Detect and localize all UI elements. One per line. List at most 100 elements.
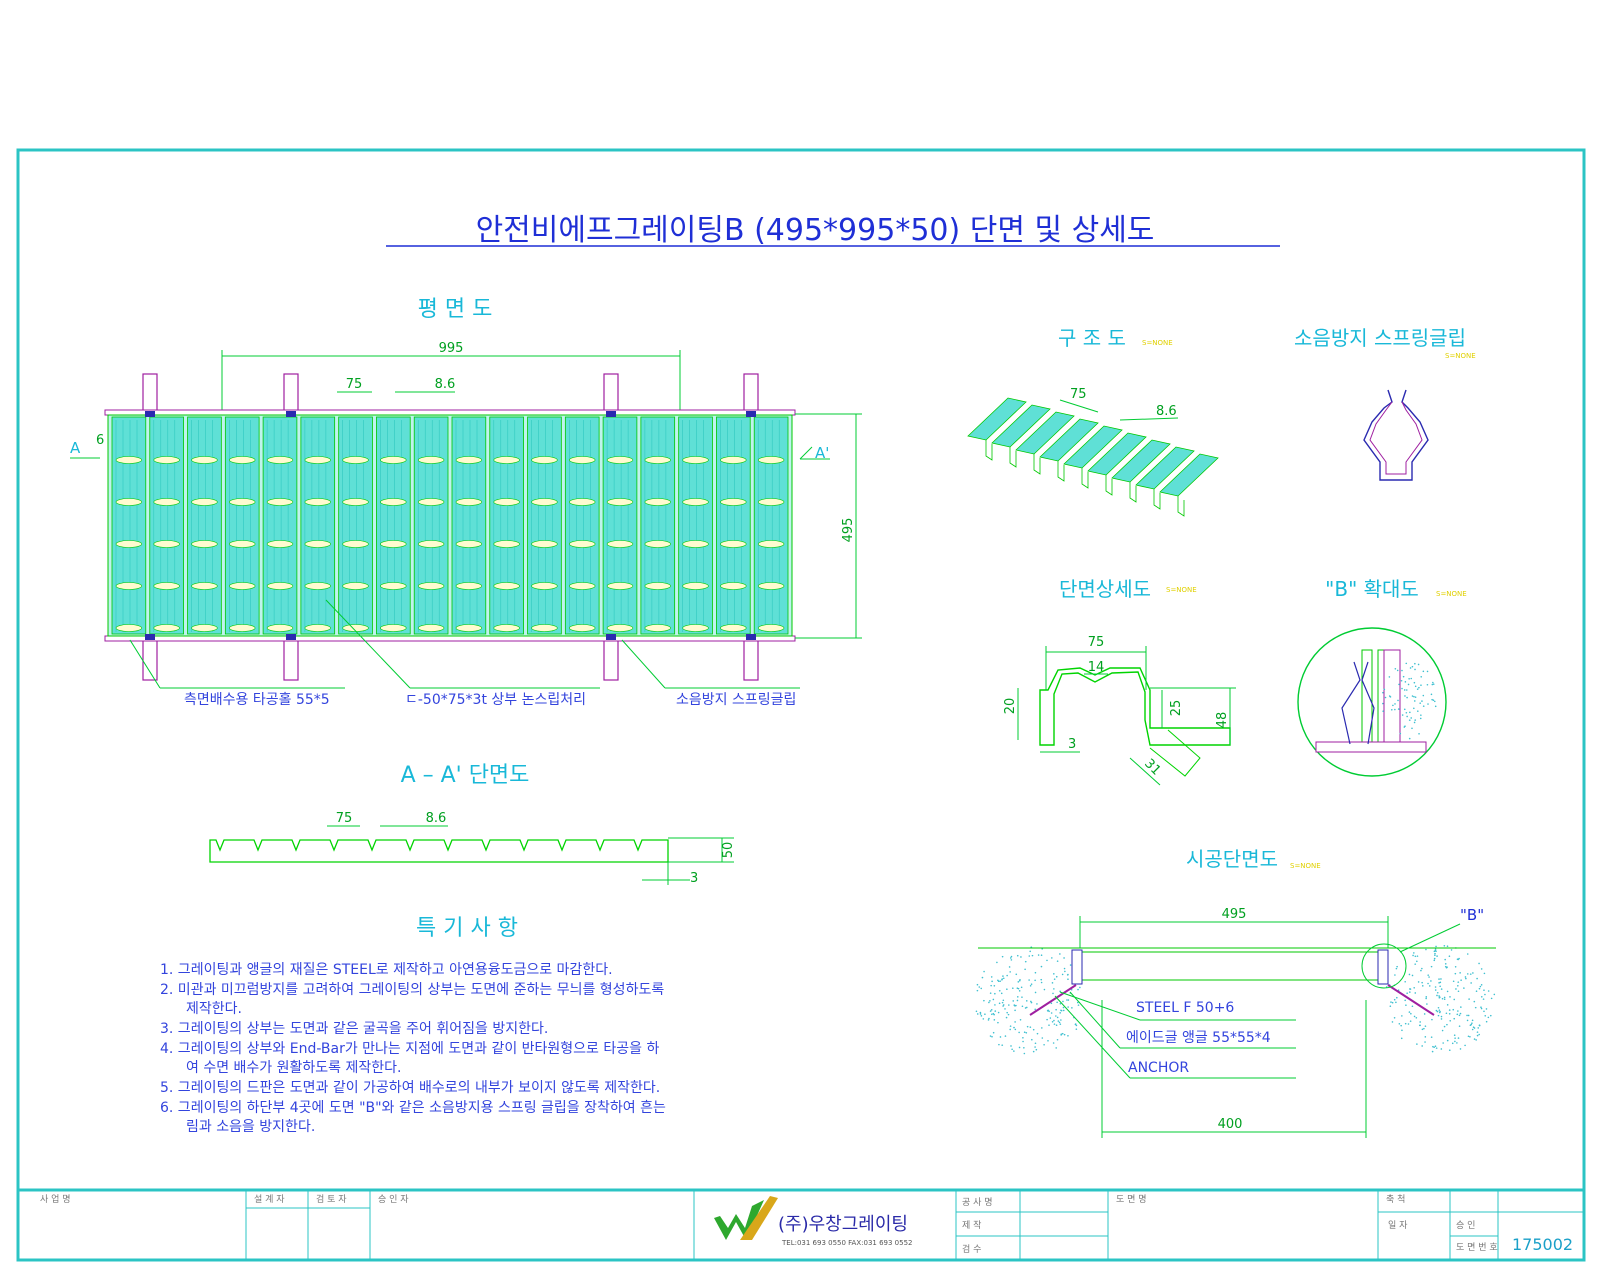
clip-marker (606, 411, 616, 417)
tb-inspect: 검 수 (962, 1243, 981, 1255)
drain-slot (417, 624, 445, 632)
drain-slot (493, 498, 520, 506)
drain-slot (531, 540, 558, 548)
drain-slot (757, 540, 785, 548)
drain-slot (531, 582, 558, 590)
drawing-number: 175002 (1512, 1235, 1573, 1254)
drain-slot (304, 582, 331, 590)
iso-channel-top (991, 404, 1051, 448)
drain-slot (417, 540, 445, 548)
grating-channel (716, 416, 751, 635)
drain-slot (115, 498, 143, 506)
drain-slot (455, 582, 483, 590)
drain-slot (342, 456, 369, 464)
clip-marker (746, 634, 756, 640)
install-label-steel: STEEL F 50+6 (1136, 1000, 1234, 1016)
install-label-angle: 에이드글 앵글 55*55*4 (1126, 1030, 1271, 1046)
structure-heading: 구 조 도 (1058, 326, 1126, 350)
drain-slot (153, 540, 180, 548)
b-detail-view (1297, 627, 1447, 777)
company-name: (주)우창그레이팅 (778, 1214, 908, 1235)
drain-slot (229, 456, 256, 464)
tb-scale: 축 척 (1386, 1194, 1405, 1205)
structure-dim-pitch: 75 (1070, 387, 1087, 402)
note-line: 여 수면 배수가 원활하도록 제작한다. (186, 1060, 401, 1076)
drain-slot (342, 498, 369, 506)
drain-slot (417, 456, 445, 464)
drain-slot (757, 582, 785, 590)
aa-dim-3: 3 (690, 871, 698, 886)
iso-channel-top (967, 397, 1027, 441)
grating-channel (640, 416, 676, 635)
section-detail-heading: 단면상세도 (1059, 577, 1151, 601)
drain-slot (191, 540, 218, 548)
grating-channel (451, 416, 487, 635)
drain-slot (266, 624, 294, 632)
drain-slot (266, 540, 294, 548)
drain-slot (682, 498, 709, 506)
note-line: 6. 그레이팅의 하단부 4곳에 도면 "B"와 같은 소음방지용 스프링 글립… (160, 1100, 666, 1116)
detail-dim-3: 3 (1068, 737, 1076, 752)
iso-channel-side (1081, 468, 1089, 489)
tb-work: 공 사 명 (962, 1197, 993, 1208)
grating-channel (753, 416, 789, 635)
note-line: 제작한다. (186, 1001, 242, 1017)
note-line: 2. 미관과 미끄럼방지를 고려하여 그레이팅의 상부는 도면에 준하는 무늬를… (160, 982, 664, 998)
drain-slot (720, 456, 747, 464)
spring-clip-view (1363, 389, 1429, 481)
grating-channel (338, 416, 373, 635)
note-line: 5. 그레이팅의 드판은 도면과 같이 가공하여 배수로의 내부가 보이지 않도… (160, 1080, 660, 1096)
tb-approve: 승 인 (1456, 1220, 1475, 1231)
callout-drain-hole: 측면배수용 타공홀 55*5 (184, 692, 330, 708)
drain-slot (304, 540, 331, 548)
install-mark-b: "B" (1460, 906, 1484, 924)
clip-marker (606, 634, 616, 640)
grating-channel (376, 416, 411, 635)
section-mark-a-prime: A' (815, 444, 829, 462)
grating-channel (413, 416, 449, 635)
company-contact: TEL:031 693 0550 FAX:031 693 0552 (781, 1239, 912, 1247)
grating-channel (678, 416, 713, 635)
detail-dim-31: 31 (1141, 756, 1163, 778)
drain-slot (606, 624, 634, 632)
drain-slot (304, 498, 331, 506)
detail-dim-20: 20 (1003, 698, 1018, 715)
iso-channel-side (1105, 475, 1113, 496)
drain-slot (682, 540, 709, 548)
drain-slot (153, 498, 180, 506)
install-section-view: 495 "B" STEEL F 50+6 에이드글 앵글 55*55*4 ANC… (975, 906, 1496, 1138)
drain-slot (266, 456, 294, 464)
drain-slot (153, 582, 180, 590)
drain-slot (191, 456, 218, 464)
grating-channel (187, 416, 222, 635)
note-line: 1. 그레이팅과 앵글의 재질은 STEEL로 제작하고 아연용융도금으로 마감… (160, 962, 613, 978)
drain-slot (569, 498, 596, 506)
install-dim-base: 400 (1218, 1117, 1243, 1132)
structure-dim-gap: 8.6 (1156, 404, 1177, 419)
drain-slot (720, 624, 747, 632)
drain-slot (682, 456, 709, 464)
drain-slot (493, 624, 520, 632)
iso-channel-top (1039, 418, 1099, 462)
tb-approver: 승 인 자 (378, 1194, 409, 1205)
b-detail-scale: S=NONE (1436, 590, 1467, 598)
note-line: 3. 그레이팅의 상부는 도면과 같은 굴곡을 주어 휘어짐을 방지한다. (160, 1021, 548, 1037)
drain-slot (455, 540, 483, 548)
drain-slot (153, 456, 180, 464)
tb-project: 사 업 명 (40, 1194, 71, 1205)
b-detail-heading: "B" 확대도 (1325, 577, 1419, 601)
plan-heading: 평 면 도 (418, 297, 493, 322)
plan-view: 995 75 8.6 A 6 A' 495 측면배수용 타 (70, 341, 862, 708)
drain-slot (153, 624, 180, 632)
drain-slot (644, 582, 671, 590)
drain-slot (115, 540, 143, 548)
tb-date: 일 자 (1388, 1220, 1408, 1231)
iso-channel-side (1033, 454, 1041, 475)
drain-slot (229, 540, 256, 548)
iso-channel-side (1153, 489, 1161, 510)
drain-slot (569, 540, 596, 548)
plan-dim-length: 995 (439, 341, 464, 356)
drawing-title: 안전비에프그레이팅B (495*995*50) 단면 및 상세도 (476, 213, 1155, 248)
drain-slot (720, 582, 747, 590)
drain-slot (569, 582, 596, 590)
